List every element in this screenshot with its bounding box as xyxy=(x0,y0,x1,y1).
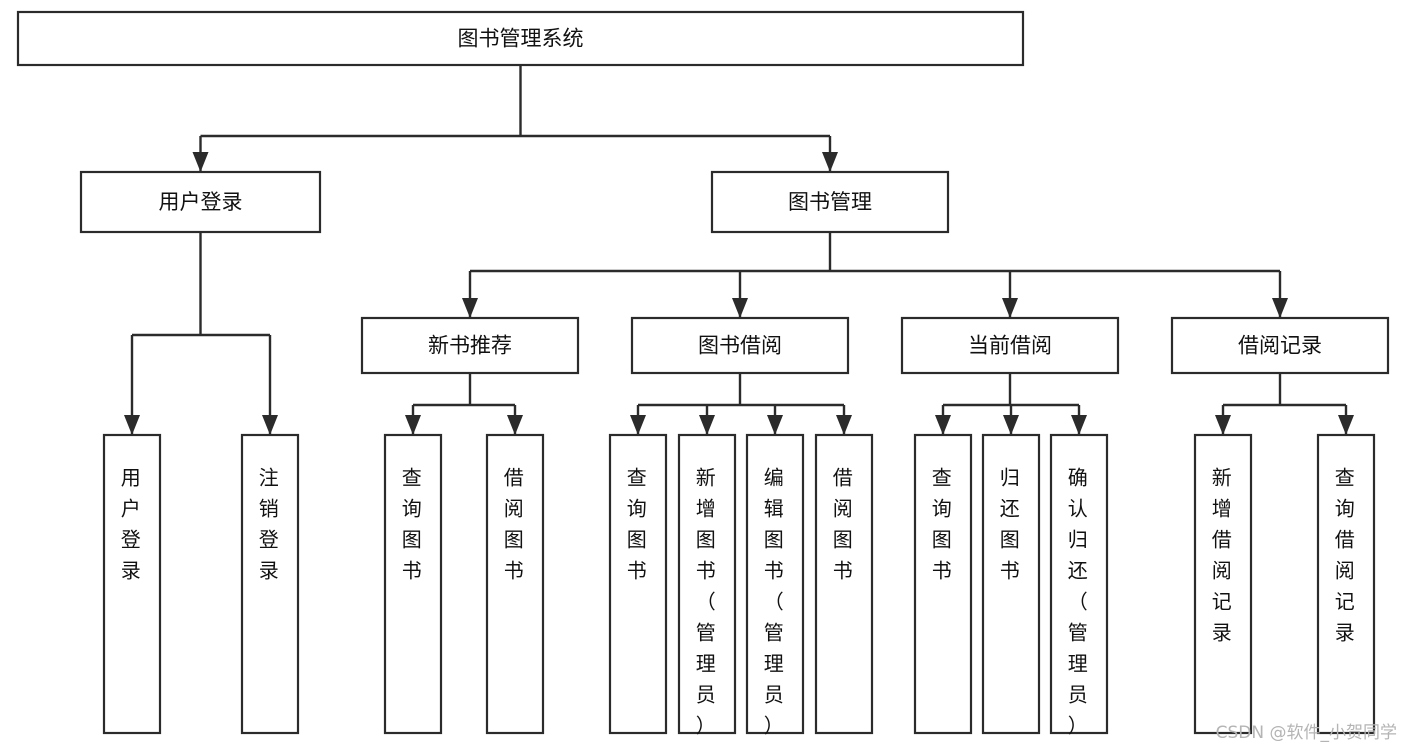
node-label-leaf-edit-book: 编辑图书（管理员） xyxy=(764,465,787,737)
node-book-manage[interactable]: 图书管理 xyxy=(710,170,950,234)
node-label-book-manage: 图书管理 xyxy=(788,190,872,214)
node-box-leaf-user-login[interactable] xyxy=(102,433,162,735)
node-box-book-borrow[interactable] xyxy=(630,316,850,375)
node-label-leaf-query-book-cur: 查询图书 xyxy=(932,465,955,582)
node-box-leaf-query-record[interactable] xyxy=(1316,433,1376,735)
arrow-head-icon xyxy=(507,415,523,435)
node-label-new-book-recommend: 新书推荐 xyxy=(428,334,512,358)
node-box-new-book-recommend[interactable] xyxy=(360,316,580,375)
arrow-head-icon xyxy=(462,298,478,318)
arrow-head-icon xyxy=(1071,415,1087,435)
arrow-head-icon xyxy=(732,298,748,318)
node-leaf-confirm-return[interactable]: 确认归还（管理员） xyxy=(1049,433,1109,737)
node-label-leaf-borrow-book-rec: 借阅图书 xyxy=(504,465,527,582)
node-leaf-query-book-rec[interactable]: 查询图书 xyxy=(383,433,443,735)
connector-edges-layer xyxy=(124,65,1354,435)
arrow-head-icon xyxy=(630,415,646,435)
node-box-user-login[interactable] xyxy=(79,170,322,234)
node-leaf-borrow-book[interactable]: 借阅图书 xyxy=(814,433,874,735)
node-root[interactable]: 图书管理系统 xyxy=(16,10,1025,67)
node-label-leaf-query-book-rec: 查询图书 xyxy=(402,465,425,582)
node-box-root[interactable] xyxy=(16,10,1025,67)
node-box-leaf-query-book-cur[interactable] xyxy=(913,433,973,735)
arrow-head-icon xyxy=(836,415,852,435)
arrow-head-icon xyxy=(1272,298,1288,318)
node-box-leaf-borrow-book[interactable] xyxy=(814,433,874,735)
arrow-head-icon xyxy=(1003,415,1019,435)
arrow-head-icon xyxy=(935,415,951,435)
arrow-head-icon xyxy=(192,152,209,172)
node-label-leaf-borrow-book: 借阅图书 xyxy=(833,465,856,582)
node-leaf-query-book[interactable]: 查询图书 xyxy=(608,433,668,735)
node-boxes-layer: 图书管理系统用户登录图书管理新书推荐图书借阅当前借阅借阅记录用户登录注销登录查询… xyxy=(16,10,1390,737)
node-box-book-manage[interactable] xyxy=(710,170,950,234)
edge-group-borrow-record xyxy=(1215,373,1354,435)
node-box-leaf-borrow-book-rec[interactable] xyxy=(485,433,545,735)
arrow-head-icon xyxy=(262,415,278,435)
node-label-current-borrow: 当前借阅 xyxy=(968,334,1052,358)
node-label-leaf-query-record: 查询借阅记录 xyxy=(1335,465,1358,644)
node-box-current-borrow[interactable] xyxy=(900,316,1120,375)
node-label-borrow-record: 借阅记录 xyxy=(1238,334,1322,358)
edge-group-book-borrow xyxy=(630,373,852,435)
node-label-leaf-user-login: 用户登录 xyxy=(121,465,144,582)
arrow-head-icon xyxy=(699,415,715,435)
arrow-head-icon xyxy=(822,152,838,172)
node-label-leaf-confirm-return: 确认归还（管理员） xyxy=(1068,465,1091,737)
edge-group-book-manage xyxy=(462,232,1288,318)
node-label-book-borrow: 图书借阅 xyxy=(698,334,782,358)
node-label-user-login: 用户登录 xyxy=(159,190,243,214)
node-user-login[interactable]: 用户登录 xyxy=(79,170,322,234)
node-label-leaf-logout: 注销登录 xyxy=(259,465,282,582)
node-label-leaf-add-book: 新增图书（管理员） xyxy=(696,465,719,737)
node-leaf-add-book[interactable]: 新增图书（管理员） xyxy=(677,433,737,737)
node-leaf-return-book[interactable]: 归还图书 xyxy=(981,433,1041,735)
node-label-root: 图书管理系统 xyxy=(458,27,584,51)
csdn-watermark: CSDN @软件_小贺同学 xyxy=(1215,723,1397,743)
node-leaf-borrow-book-rec[interactable]: 借阅图书 xyxy=(485,433,545,735)
arrow-head-icon xyxy=(1338,415,1354,435)
node-leaf-edit-book[interactable]: 编辑图书（管理员） xyxy=(745,433,805,737)
arrow-head-icon xyxy=(1215,415,1231,435)
node-label-leaf-add-record: 新增借阅记录 xyxy=(1212,465,1235,644)
node-leaf-add-record[interactable]: 新增借阅记录 xyxy=(1193,433,1253,735)
arrow-head-icon xyxy=(124,415,140,435)
edge-group-new-book-recommend xyxy=(405,373,523,435)
node-new-book-recommend[interactable]: 新书推荐 xyxy=(360,316,580,375)
node-box-leaf-confirm-return[interactable] xyxy=(1049,433,1109,735)
edge-group-root xyxy=(192,65,838,172)
node-leaf-user-login[interactable]: 用户登录 xyxy=(102,433,162,735)
arrow-head-icon xyxy=(1002,298,1018,318)
node-box-leaf-add-record[interactable] xyxy=(1193,433,1253,735)
node-box-borrow-record[interactable] xyxy=(1170,316,1390,375)
node-label-leaf-query-book: 查询图书 xyxy=(627,465,650,582)
arrow-head-icon xyxy=(405,415,421,435)
node-label-leaf-return-book: 归还图书 xyxy=(1000,465,1023,582)
node-current-borrow[interactable]: 当前借阅 xyxy=(900,316,1120,375)
node-box-leaf-edit-book[interactable] xyxy=(745,433,805,735)
edge-group-current-borrow xyxy=(935,373,1087,435)
node-leaf-logout[interactable]: 注销登录 xyxy=(240,433,300,735)
edge-group-user-login xyxy=(124,232,278,435)
node-book-borrow[interactable]: 图书借阅 xyxy=(630,316,850,375)
arrow-head-icon xyxy=(767,415,783,435)
node-borrow-record[interactable]: 借阅记录 xyxy=(1170,316,1390,375)
node-box-leaf-query-book[interactable] xyxy=(608,433,668,735)
node-box-leaf-return-book[interactable] xyxy=(981,433,1041,735)
node-leaf-query-book-cur[interactable]: 查询图书 xyxy=(913,433,973,735)
node-box-leaf-query-book-rec[interactable] xyxy=(383,433,443,735)
node-box-leaf-logout[interactable] xyxy=(240,433,300,735)
node-leaf-query-record[interactable]: 查询借阅记录 xyxy=(1316,433,1376,735)
node-box-leaf-add-book[interactable] xyxy=(677,433,737,735)
